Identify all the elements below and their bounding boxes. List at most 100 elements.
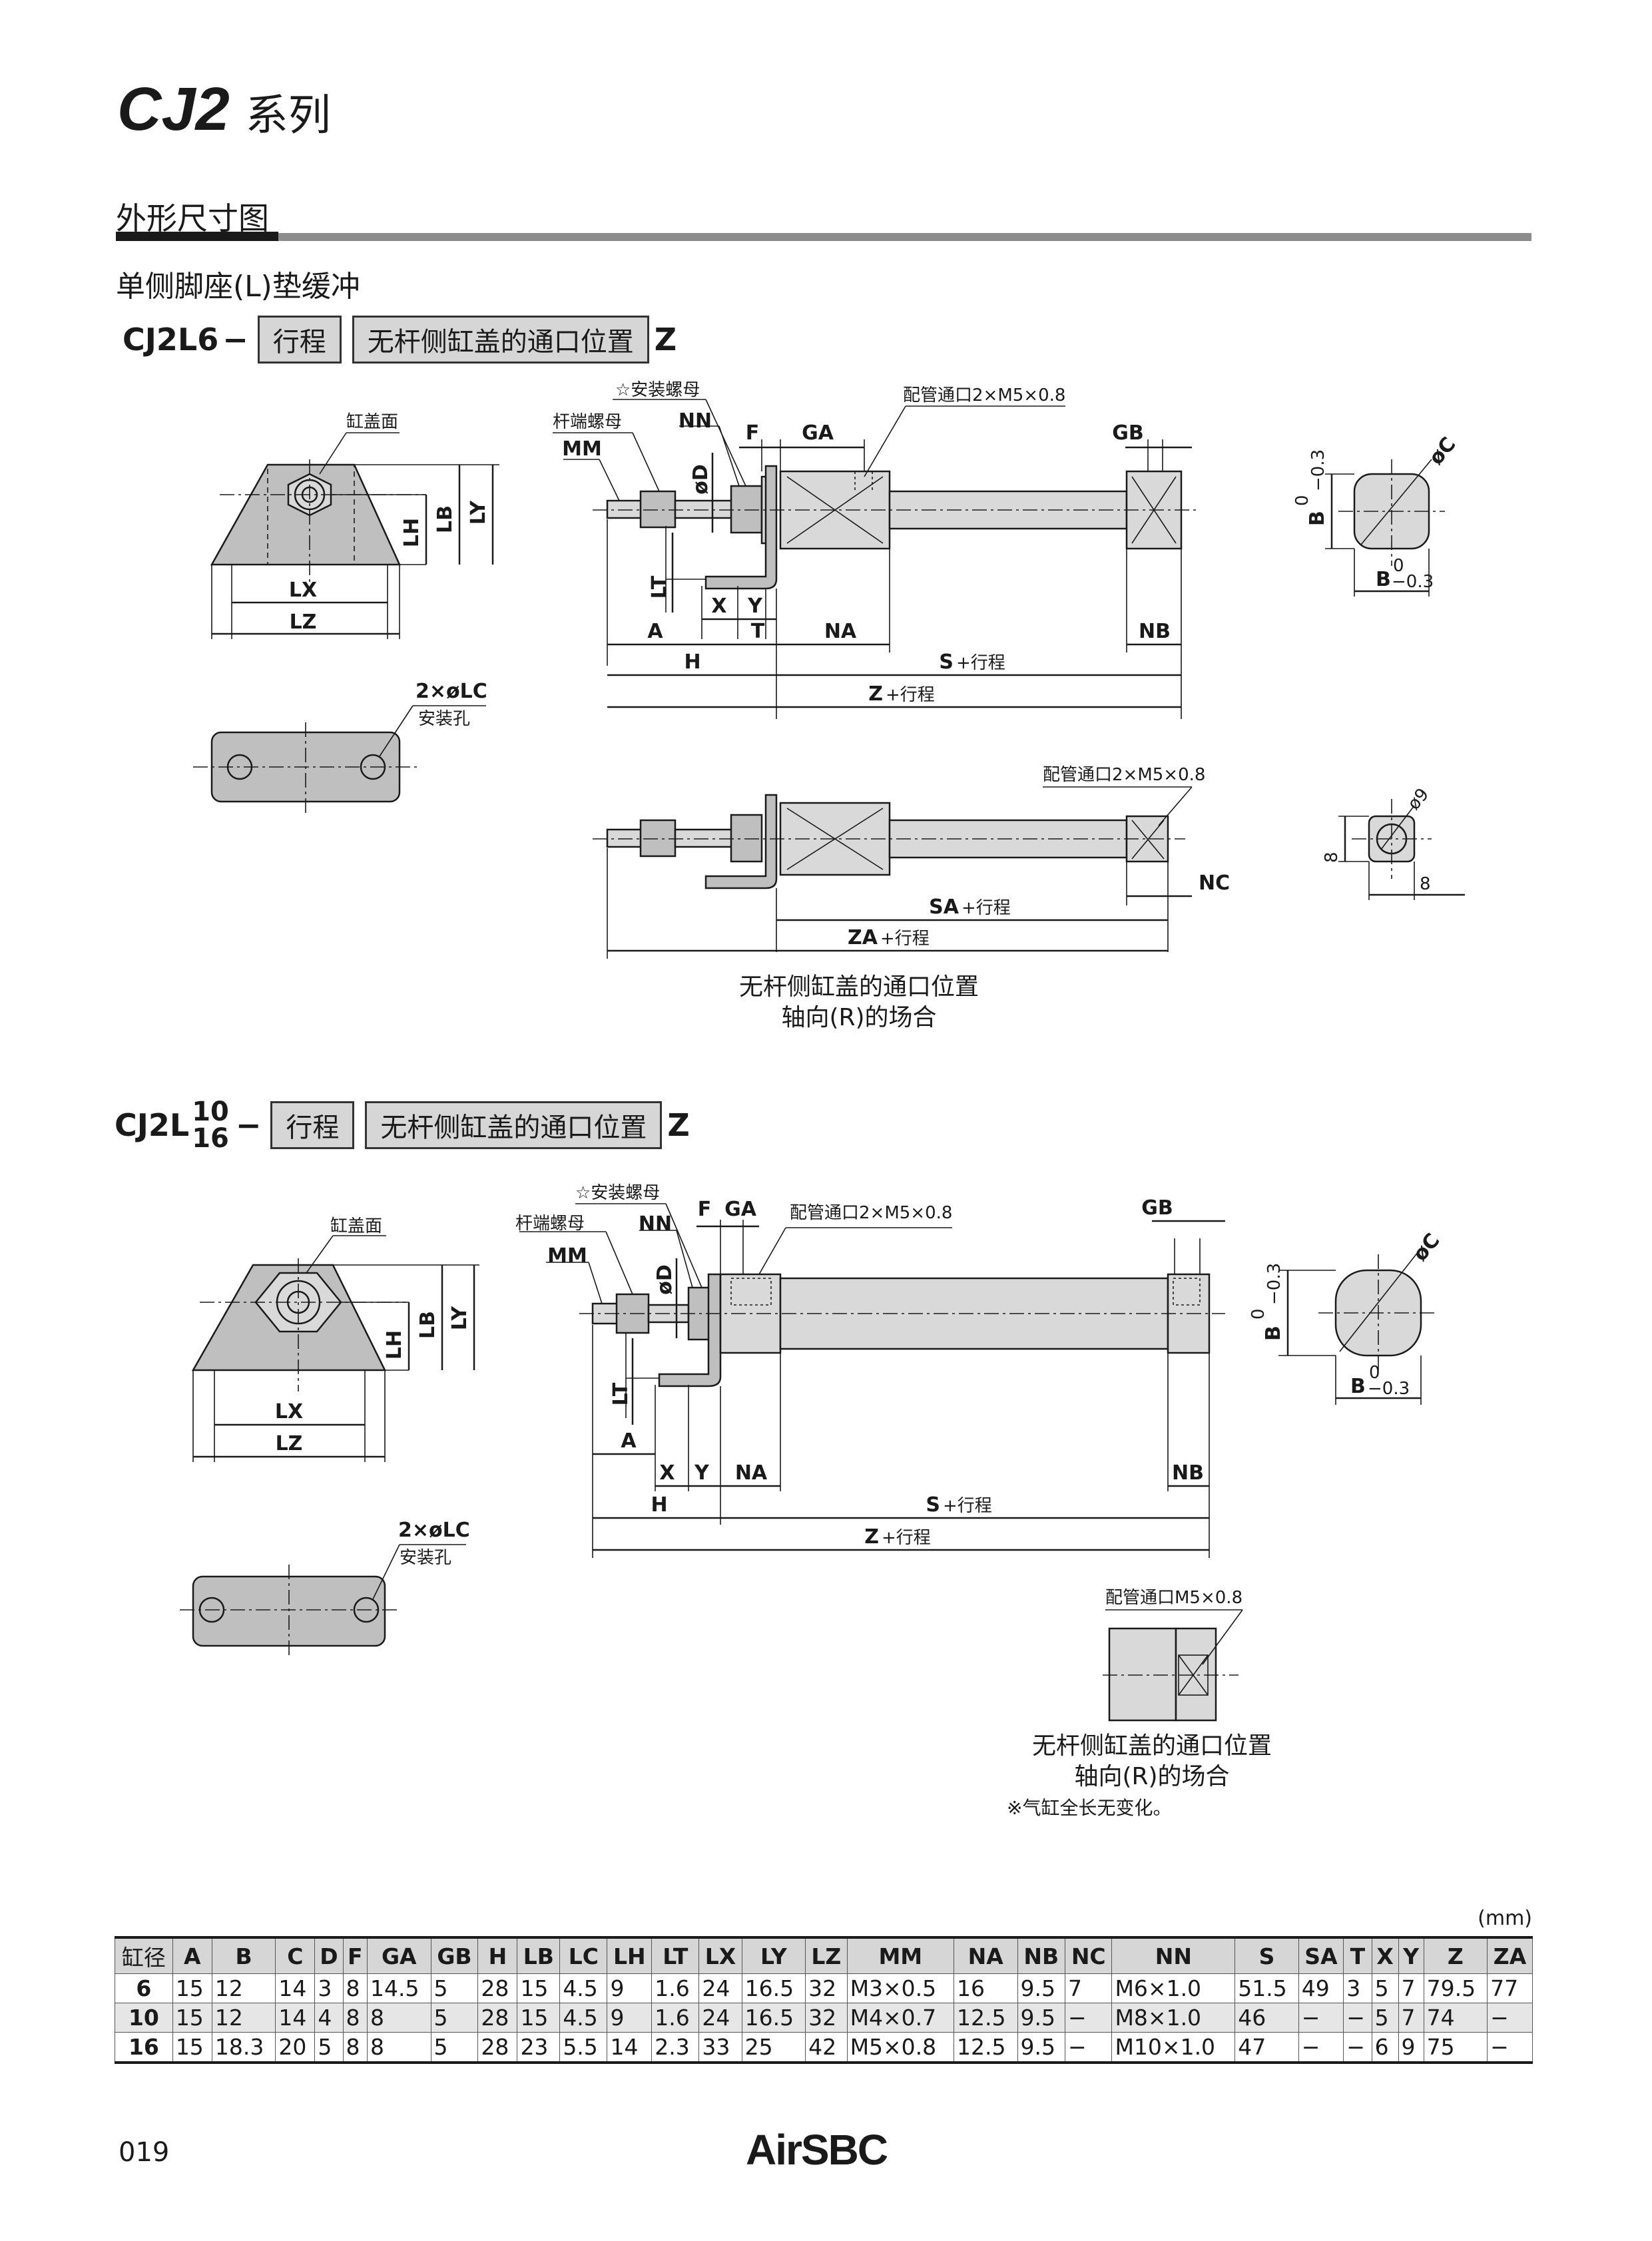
dim-B: B	[1262, 1326, 1285, 1341]
label-port-1: 配管通口M5×0.8	[1105, 1588, 1242, 1608]
code-dash: −	[235, 1107, 262, 1143]
table-cell: 10	[115, 2003, 173, 2033]
table-header-cell: NA	[954, 1936, 1018, 1974]
dim-LH: LH	[383, 1330, 406, 1360]
dim-T: T	[751, 620, 765, 643]
table-cell: 5	[430, 2003, 479, 2033]
label-mounting-nut: ☆安装螺母	[615, 380, 700, 400]
table-cell: 12	[211, 1973, 276, 2003]
table-cell: 20	[275, 2032, 316, 2064]
dim-B: B	[1350, 1375, 1366, 1398]
table-cell: 14.5	[367, 1973, 431, 2003]
table-header-cell: GB	[430, 1936, 479, 1974]
table-header-cell: LZ	[805, 1936, 848, 1974]
cylinder-side-view-6: GB GA F 配管通口2×M5×0.8 NN ☆安装螺母 杆端螺母 MM øD…	[553, 380, 1199, 719]
dim-C: øC	[1408, 1229, 1444, 1266]
tol-minus: −0.3	[1368, 1379, 1410, 1399]
code-prefix: CJ2L6	[123, 322, 219, 358]
dim-8: 8	[1322, 852, 1342, 863]
table-header-cell: GA	[367, 1936, 431, 1974]
dim-NB: NB	[1172, 1461, 1204, 1485]
table-cell: M8×1.0	[1111, 2003, 1236, 2033]
section-subtitle: 单侧脚座(L)垫缓冲	[116, 270, 360, 304]
dim-LB: LB	[433, 505, 457, 533]
table-header-cell: B	[211, 1936, 276, 1974]
table-cell: 5.5	[559, 2032, 608, 2064]
dim-LT: LT	[609, 1382, 633, 1405]
table-header-cell: S	[1235, 1936, 1299, 1974]
table-cell: 5	[430, 2032, 479, 2064]
dim-8: 8	[1420, 874, 1431, 894]
piston-rod	[674, 499, 736, 519]
table-cell: M3×0.5	[846, 1973, 955, 2003]
dim-B: B	[1376, 568, 1391, 591]
label-port-2x: 配管通口2×M5×0.8	[790, 1203, 952, 1223]
label-rod-end-nut: 杆端螺母	[553, 412, 622, 432]
table-cell: 7	[1398, 2003, 1424, 2033]
foot-bracket-side	[704, 465, 778, 590]
dim-LY: LY	[467, 500, 490, 525]
table-cell: −	[1065, 2003, 1113, 2033]
dim-NA: NA	[824, 620, 857, 643]
tol-minus: −0.3	[1308, 449, 1328, 491]
table-cell: 18.3	[211, 2032, 276, 2064]
table-header-cell: F	[342, 1936, 368, 1974]
head-cover-stub	[1175, 1627, 1217, 1722]
table-cell: 28	[477, 2003, 518, 2033]
dim-LH: LH	[400, 518, 423, 547]
table-cell: 5	[314, 2032, 344, 2064]
label-port-2x: 配管通口2×M5×0.8	[903, 385, 1065, 405]
section-title: 外形尺寸图	[116, 200, 269, 236]
dim-LT: LT	[648, 575, 671, 599]
dim-LX: LX	[289, 579, 317, 602]
caption-line-2: 轴向(R)的场合	[1074, 1763, 1230, 1790]
tol-zero: 0	[1248, 1308, 1268, 1320]
dim-X: X	[711, 595, 726, 618]
dim-ZA: ZA	[848, 926, 878, 949]
code-suffix: Z	[654, 322, 677, 358]
dim-D: øD	[653, 1264, 677, 1295]
table-header-cell: X	[1371, 1936, 1399, 1974]
tube-stub	[1108, 1627, 1177, 1722]
tol-zero: 0	[1393, 556, 1404, 576]
table-cell: 47	[1235, 2032, 1299, 2064]
table-cell: 14	[275, 1973, 316, 2003]
series-model: CJ2	[117, 75, 230, 143]
table-cell: 28	[477, 2032, 518, 2064]
foot-bracket-side	[658, 1273, 722, 1387]
table-cell: −	[1487, 2003, 1533, 2033]
table-header-cell: A	[172, 1936, 212, 1974]
dim-Y: Y	[694, 1461, 710, 1485]
page-number: 019	[119, 2137, 170, 2168]
dim-NC: NC	[1199, 872, 1230, 895]
dim-GA: GA	[724, 1198, 757, 1221]
label-mounting-nut: ☆安装螺母	[575, 1183, 660, 1203]
label-port-2x: 配管通口2×M5×0.8	[1043, 765, 1205, 785]
table-cell: 5	[430, 1973, 479, 2003]
table-cell: 9	[607, 1973, 653, 2003]
dim-MM: MM	[547, 1244, 587, 1268]
dim-LZ: LZ	[276, 1432, 303, 1455]
table-cell: 33	[698, 2032, 742, 2064]
table-header-cell: NB	[1017, 1936, 1066, 1974]
dim-phi9: ø9	[1404, 784, 1433, 814]
dim-Z: Z	[868, 682, 883, 706]
dim-MM: MM	[562, 437, 602, 461]
table-cell: 8	[342, 1973, 368, 2003]
code-bore-fraction: 10 16	[192, 1099, 229, 1152]
table-cell: 16.5	[741, 2003, 806, 2033]
code-box-stroke: 行程	[257, 316, 342, 364]
caption-line-1: 无杆侧缸盖的通口位置	[738, 973, 979, 1001]
foot-front-view-10-16: LH LB LY LX LZ 缸盖面	[191, 1216, 479, 1462]
mounting-nut	[730, 814, 763, 863]
dim-NN: NN	[639, 1212, 672, 1236]
rod-end	[606, 828, 645, 848]
table-header-cell: Y	[1398, 1936, 1424, 1974]
table-cell: 77	[1487, 1973, 1533, 2003]
table-cell: 15	[172, 2003, 212, 2033]
caption-axial-6: 无杆侧缸盖的通口位置 轴向(R)的场合	[726, 972, 992, 1033]
tol-zero: 0	[1292, 495, 1312, 506]
table-cell: 49	[1298, 1973, 1344, 2003]
brand-logo: AirSBC	[746, 2126, 888, 2174]
